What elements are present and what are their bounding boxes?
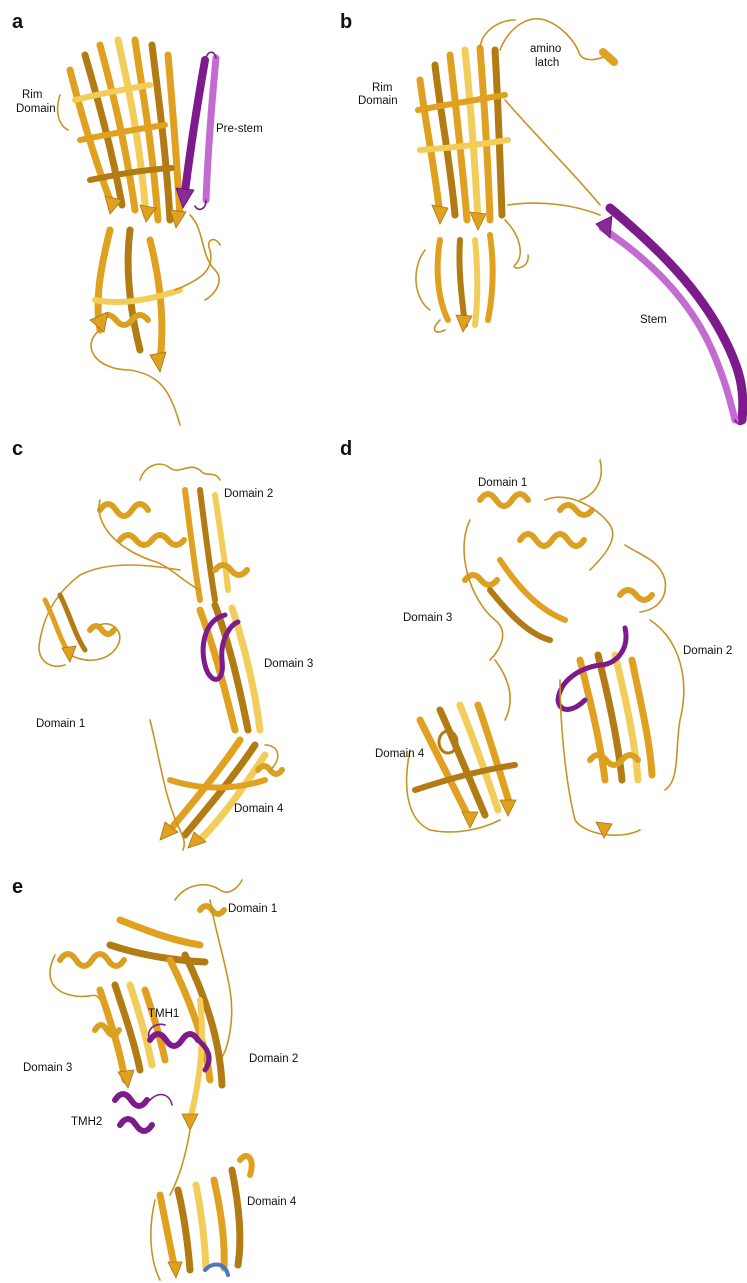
panel-e: e — [12, 876, 298, 1280]
panel-a-letter: a — [12, 11, 24, 33]
panel-a: a — [12, 11, 263, 425]
panel-a-structure — [58, 40, 220, 425]
panel-c-label-domain4: Domain 4 — [234, 803, 284, 815]
panel-a-label-rim-line2: Domain — [16, 103, 56, 115]
panel-e-label-tmh2: TMH2 — [71, 1116, 102, 1128]
panel-b: b — [340, 11, 743, 425]
panel-c-label-domain2: Domain 2 — [224, 488, 273, 500]
panel-e-label-tmh1: TMH1 — [148, 1008, 179, 1020]
panel-b-structure — [416, 19, 743, 425]
panel-d-label-domain4: Domain 4 — [375, 748, 425, 760]
panel-e-label-domain4: Domain 4 — [247, 1196, 297, 1208]
panel-c: c — [12, 438, 313, 850]
panel-e-label-domain2: Domain 2 — [249, 1053, 298, 1065]
panel-e-label-domain1: Domain 1 — [228, 903, 277, 915]
panel-a-label-rim-line1: Rim — [22, 89, 42, 101]
panel-e-label-domain3: Domain 3 — [23, 1062, 72, 1074]
panel-b-label-amino-line1: amino — [530, 43, 561, 55]
panel-d-structure — [407, 460, 684, 838]
panel-c-structure — [39, 464, 282, 850]
panel-d-label-domain2: Domain 2 — [683, 645, 732, 657]
panel-c-label-domain1: Domain 1 — [36, 718, 85, 730]
panel-e-letter: e — [12, 876, 23, 898]
panel-d-letter: d — [340, 438, 352, 460]
panel-d-label-domain1: Domain 1 — [478, 477, 527, 489]
panel-b-label-stem: Stem — [640, 314, 667, 326]
panel-b-letter: b — [340, 11, 352, 33]
panel-b-label-rim-line1: Rim — [372, 82, 392, 94]
panel-b-label-amino-line2: latch — [535, 57, 559, 69]
panel-b-label-rim-line2: Domain — [358, 95, 398, 107]
panel-d: d — [340, 438, 732, 838]
panel-a-label-prestem: Pre-stem — [216, 123, 263, 135]
panel-c-label-domain3: Domain 3 — [264, 658, 313, 670]
panel-e-structure — [50, 880, 252, 1280]
panel-d-label-domain3: Domain 3 — [403, 612, 452, 624]
panel-c-letter: c — [12, 438, 23, 460]
